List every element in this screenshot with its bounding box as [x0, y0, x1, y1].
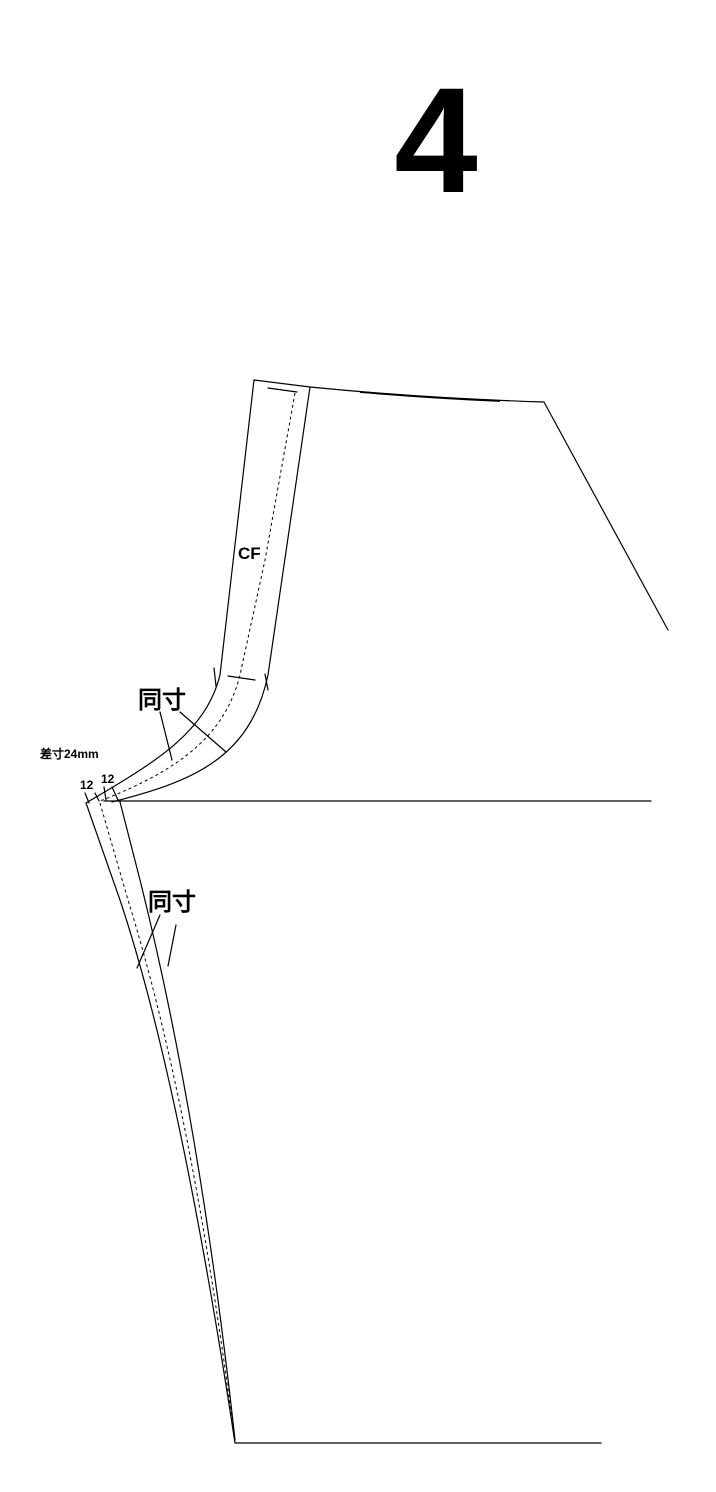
waist-line-emphasis [359, 391, 501, 402]
notch-tick-left [213, 667, 217, 687]
center-front-outer-line [85, 379, 255, 804]
waist-line [253, 379, 545, 403]
same-size-leader-bottom-left [136, 914, 161, 969]
fly-extension-line [111, 386, 311, 803]
step-number: 4 [394, 56, 477, 224]
seam-leader-right-b [111, 786, 119, 801]
seam-leader-left-a [84, 792, 90, 804]
same-size-leader-bottom-right [167, 924, 177, 967]
inseam-outer-line [85, 802, 236, 1444]
same-size-label-bottom: 同寸 [148, 889, 196, 916]
same-size-leader-top-left [159, 711, 173, 761]
inseam-stitch-line [99, 802, 233, 1421]
seam-leader-left-b [94, 792, 100, 802]
fly-notch-mark [227, 675, 256, 681]
notch-tick-right [264, 673, 269, 691]
fly-stitch-line [99, 392, 296, 802]
fly-top-mark [267, 387, 298, 393]
difference-label: 差寸24mm [39, 746, 99, 761]
inseam-inner-line [119, 801, 236, 1441]
same-size-label-top: 同寸 [138, 687, 186, 714]
center-front-label: CF [238, 544, 261, 563]
side-seam-line [543, 401, 669, 631]
same-size-leader-top-right [179, 711, 227, 753]
seam-leader-right-a [103, 786, 107, 801]
seam-allowance-label-right: 12 [101, 772, 115, 786]
seam-allowance-label-left: 12 [80, 778, 94, 792]
